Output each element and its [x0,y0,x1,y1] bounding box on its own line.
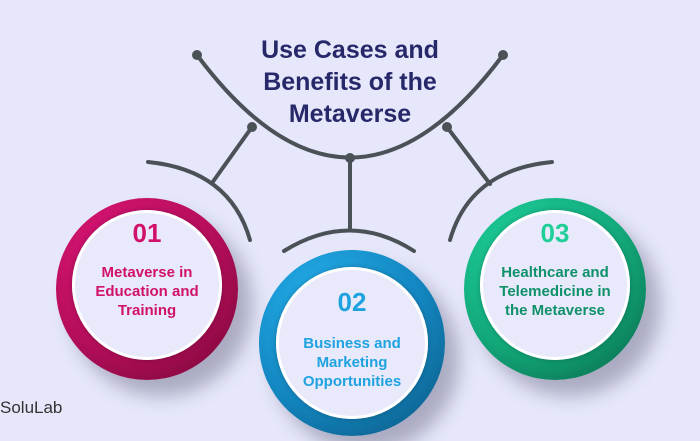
brand-logo: SoluLab [0,398,63,417]
circle-03-inner: 03 Healthcare and Telemedicine in the Me… [480,210,630,360]
circle-01-inner: 01 Metaverse in Education and Training [72,210,222,360]
connector-right [445,125,492,186]
circle-03: 03 Healthcare and Telemedicine in the Me… [464,198,646,380]
arc-over-03 [448,160,554,242]
circle-02: 02 Business and Marketing Opportunities [259,250,445,436]
node-dot [442,122,452,132]
item-number: 02 [337,287,367,317]
circle-02-inner: 02 Business and Marketing Opportunities [276,267,428,419]
item-label: Metaverse in Education and Training [95,264,199,319]
circle-01: 01 Metaverse in Education and Training [56,198,238,380]
node-dot [247,122,257,132]
node-dot [498,50,508,60]
connector-left [210,125,254,185]
item-label: Healthcare and Telemedicine in the Metav… [499,264,611,319]
arc-over-02 [282,228,416,253]
arc-over-01 [146,160,252,242]
node-dot [192,50,202,60]
item-label: Business and Marketing Opportunities [302,335,402,390]
item-number: 01 [132,218,162,248]
node-dot [345,153,355,163]
item-number: 03 [540,218,570,248]
page-title: Use Cases and Benefits of the Metaverse [261,36,439,128]
